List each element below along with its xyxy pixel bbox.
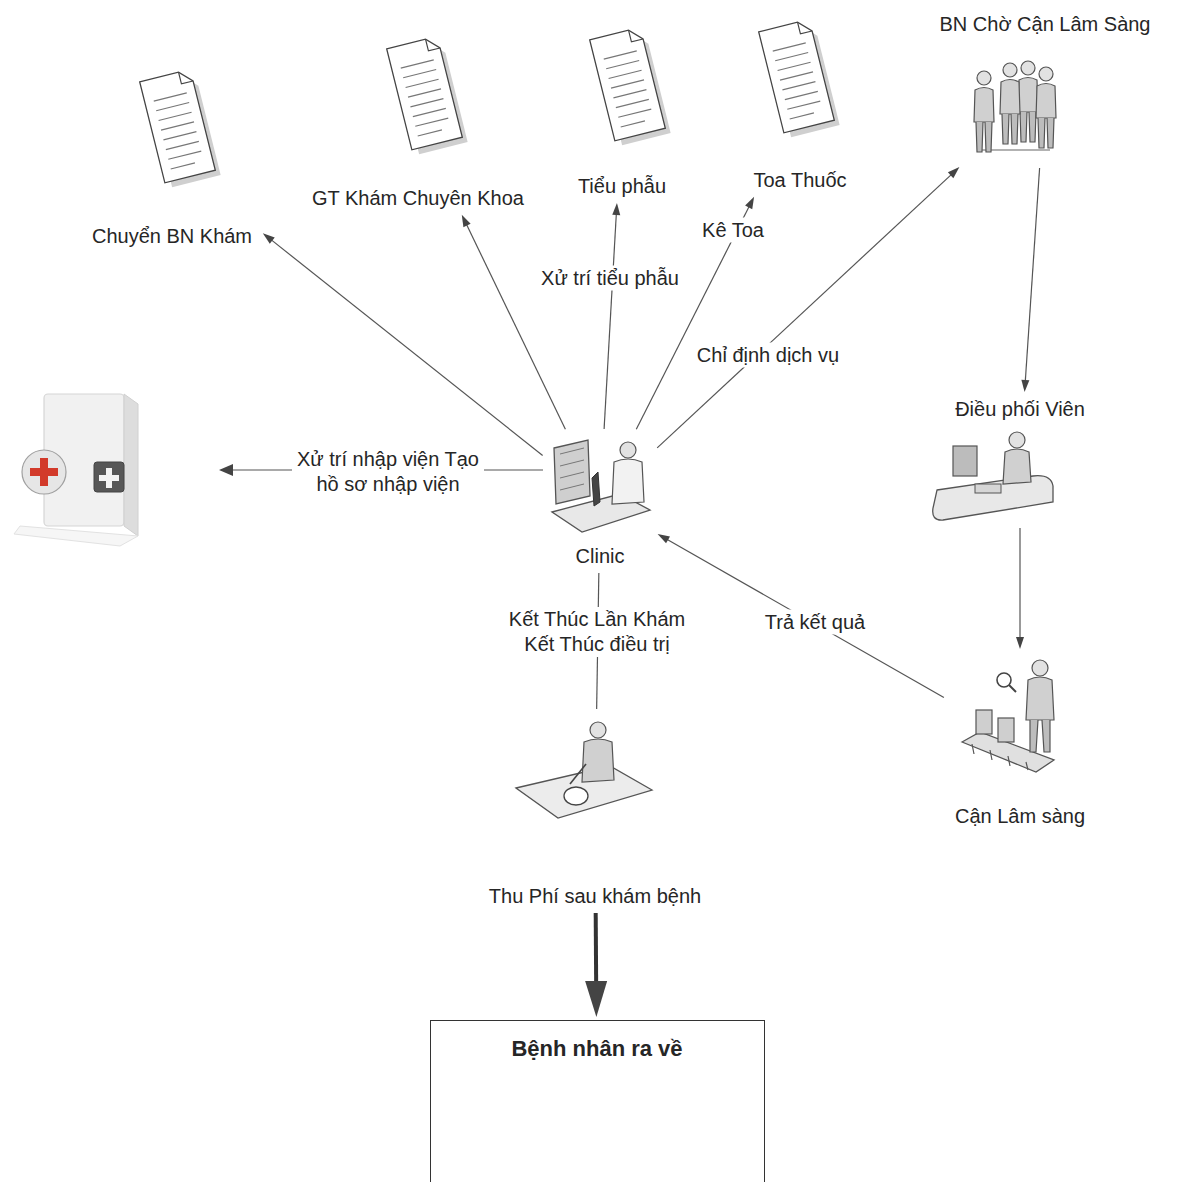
- clinic-icon: [552, 440, 650, 532]
- document-node: Toa Thuốc: [745, 18, 855, 194]
- cashier-icon: [516, 722, 652, 818]
- node-label: Tiểu phẫu: [578, 174, 666, 198]
- edge-label: Chỉ định dịch vụ: [694, 343, 842, 368]
- document-node: GT Khám Chuyên Khoa: [304, 36, 532, 212]
- connector: [263, 233, 543, 455]
- person-body: [1003, 449, 1031, 484]
- pen: [570, 764, 586, 784]
- person-icon: [974, 71, 994, 152]
- arrowhead: [948, 167, 960, 178]
- document-node: Tiểu phẫu: [570, 28, 675, 200]
- document-node: Chuyển BN Khám: [84, 72, 261, 250]
- person-head: [590, 722, 606, 738]
- connector-line: [594, 913, 599, 988]
- connector: [1016, 528, 1024, 649]
- person-head: [1032, 660, 1048, 676]
- person-icon: [1018, 61, 1038, 142]
- lab-icon: [962, 660, 1054, 772]
- keyboard: [975, 484, 1001, 493]
- connector: [585, 913, 607, 1017]
- sample-box: [976, 710, 992, 734]
- red-cross: [30, 458, 58, 486]
- arrowhead: [585, 981, 607, 1017]
- admission-arrowhead: [219, 464, 233, 476]
- connector-line: [666, 539, 944, 698]
- person-head: [620, 442, 636, 458]
- coordinator-icon: [933, 432, 1053, 520]
- document-icon: [590, 26, 671, 146]
- person-legs: [1030, 720, 1050, 752]
- connector-line: [604, 213, 616, 429]
- conveyor-rollers: [972, 744, 1028, 770]
- person-head: [1009, 432, 1025, 448]
- arrowhead: [612, 203, 620, 215]
- connector: [604, 203, 620, 429]
- clinic-station: Clinic: [545, 432, 655, 570]
- connector: [462, 215, 566, 430]
- arrowhead: [1021, 380, 1029, 392]
- arrowhead: [1016, 637, 1024, 649]
- node-label: Clinic: [576, 544, 625, 568]
- arrowhead: [263, 233, 275, 244]
- connector: [658, 534, 944, 698]
- monitor: [554, 440, 590, 504]
- connector-line: [466, 223, 565, 429]
- document-icon: [759, 18, 840, 138]
- screen-lines: [560, 448, 584, 490]
- person-body: [582, 739, 614, 782]
- node-label: Chuyển BN Khám: [92, 224, 252, 248]
- arrowhead: [462, 215, 471, 228]
- lab-station: Cận Lâm sàng: [947, 652, 1094, 830]
- connector-line: [1025, 168, 1039, 382]
- node-label: Bệnh nhân ra về: [511, 1035, 682, 1063]
- cross-badge: [22, 450, 66, 494]
- waiting-patients: BN Chờ Cận Lâm Sàng: [932, 10, 1159, 165]
- exit-box: Bệnh nhân ra về: [430, 1020, 765, 1182]
- magnifier-handle: [1009, 685, 1016, 692]
- node-label: GT Khám Chuyên Khoa: [312, 186, 524, 210]
- person-icon: [1000, 63, 1020, 144]
- person-body: [1026, 677, 1054, 720]
- node-label: Toa Thuốc: [753, 168, 846, 192]
- document-icon: [387, 35, 468, 155]
- monitor: [953, 446, 977, 476]
- person-body: [612, 459, 644, 504]
- node-label: Cận Lâm sàng: [955, 804, 1085, 828]
- connector: [657, 167, 959, 448]
- sample-box: [998, 718, 1014, 742]
- hospital-base: [14, 526, 138, 546]
- free-label: Xử trí nhập viện Tạo hồ sơ nhập viện: [292, 447, 484, 497]
- hospital-side: [124, 394, 138, 536]
- cross-square: [94, 462, 124, 492]
- node-label: BN Chờ Cận Lâm Sàng: [940, 12, 1151, 36]
- desk: [933, 476, 1053, 520]
- cashier-station: Thu Phí sau khám bệnh: [481, 712, 710, 910]
- node-label: Điều phối Viên: [955, 397, 1085, 421]
- connector-line: [270, 239, 542, 455]
- magnifier: [997, 673, 1011, 687]
- connector-line: [657, 174, 952, 448]
- paper: [564, 787, 588, 805]
- microscope: [592, 472, 600, 506]
- edge-label: Trả kết quả: [762, 610, 868, 635]
- connector: [1021, 168, 1039, 392]
- arrowhead: [745, 197, 754, 210]
- edge-label: Xử trí tiểu phẫu: [538, 266, 682, 291]
- node-label: Thu Phí sau khám bệnh: [489, 884, 701, 908]
- edge-label: Kết Thúc Lần Khám Kết Thúc điều trị: [497, 607, 698, 657]
- connector-line: [1019, 528, 1020, 639]
- arrowhead: [658, 534, 670, 543]
- coordinator-station: Điều phối Viên: [947, 395, 1093, 525]
- hospital-icon: [14, 394, 138, 546]
- document-icon: [140, 68, 221, 188]
- edge-label: Kê Toa: [699, 218, 767, 243]
- white-cross: [99, 468, 119, 488]
- person-icon: [1036, 67, 1056, 148]
